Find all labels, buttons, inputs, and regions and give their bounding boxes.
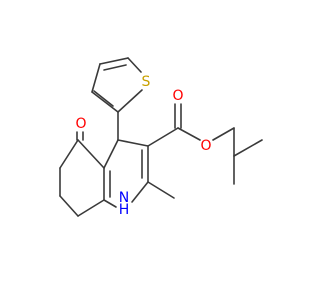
bond-ch-methyl-1 <box>233 139 263 157</box>
bond-th-c5-s <box>127 57 142 73</box>
nitrogen-label: N <box>119 190 129 206</box>
bond-th-s-c2 <box>117 89 143 113</box>
atom-labels: O S O O N H <box>75 74 211 218</box>
bond-c4-c3 <box>117 139 149 147</box>
oxygen-carbonyl-label: O <box>172 88 183 104</box>
sulfur-label: S <box>142 74 151 90</box>
bond-c3-carbonyl-c <box>147 127 179 147</box>
bond-n1-c8a <box>103 199 117 208</box>
bond-c4a-c4 <box>103 139 119 169</box>
bond-th-c4-c5-double <box>103 64 127 71</box>
bond-c4a-c5 <box>77 139 105 169</box>
bond-c2-methyl <box>147 181 175 199</box>
bond-carbonyl-ester-o <box>177 127 201 141</box>
oxygen-ester-label: O <box>200 138 211 154</box>
bond-c8-c8a <box>77 199 105 217</box>
cyclohexanone-ring <box>59 131 111 217</box>
bond-c7-c8 <box>59 195 79 217</box>
bond-ester-o-ch2 <box>212 127 235 141</box>
molecule-canvas: O S O O N H <box>59 57 263 218</box>
dihydropyridine-ring <box>103 139 175 208</box>
bond-c5-c6 <box>59 139 79 169</box>
bond-th-c3-c4 <box>91 63 101 93</box>
bond-th-c2-c3-double <box>93 90 114 107</box>
bond-th-c4-c5 <box>99 57 129 65</box>
structure-diagram: O S O O N H <box>59 57 263 218</box>
bond-th-c2-c3 <box>91 91 119 113</box>
thiophene-ring <box>91 57 143 141</box>
bond-c2-n1 <box>131 181 149 203</box>
oxygen-ketone-label: O <box>75 116 86 132</box>
hydrogen-nh-label: H <box>119 202 130 218</box>
ester-chain <box>147 103 263 185</box>
